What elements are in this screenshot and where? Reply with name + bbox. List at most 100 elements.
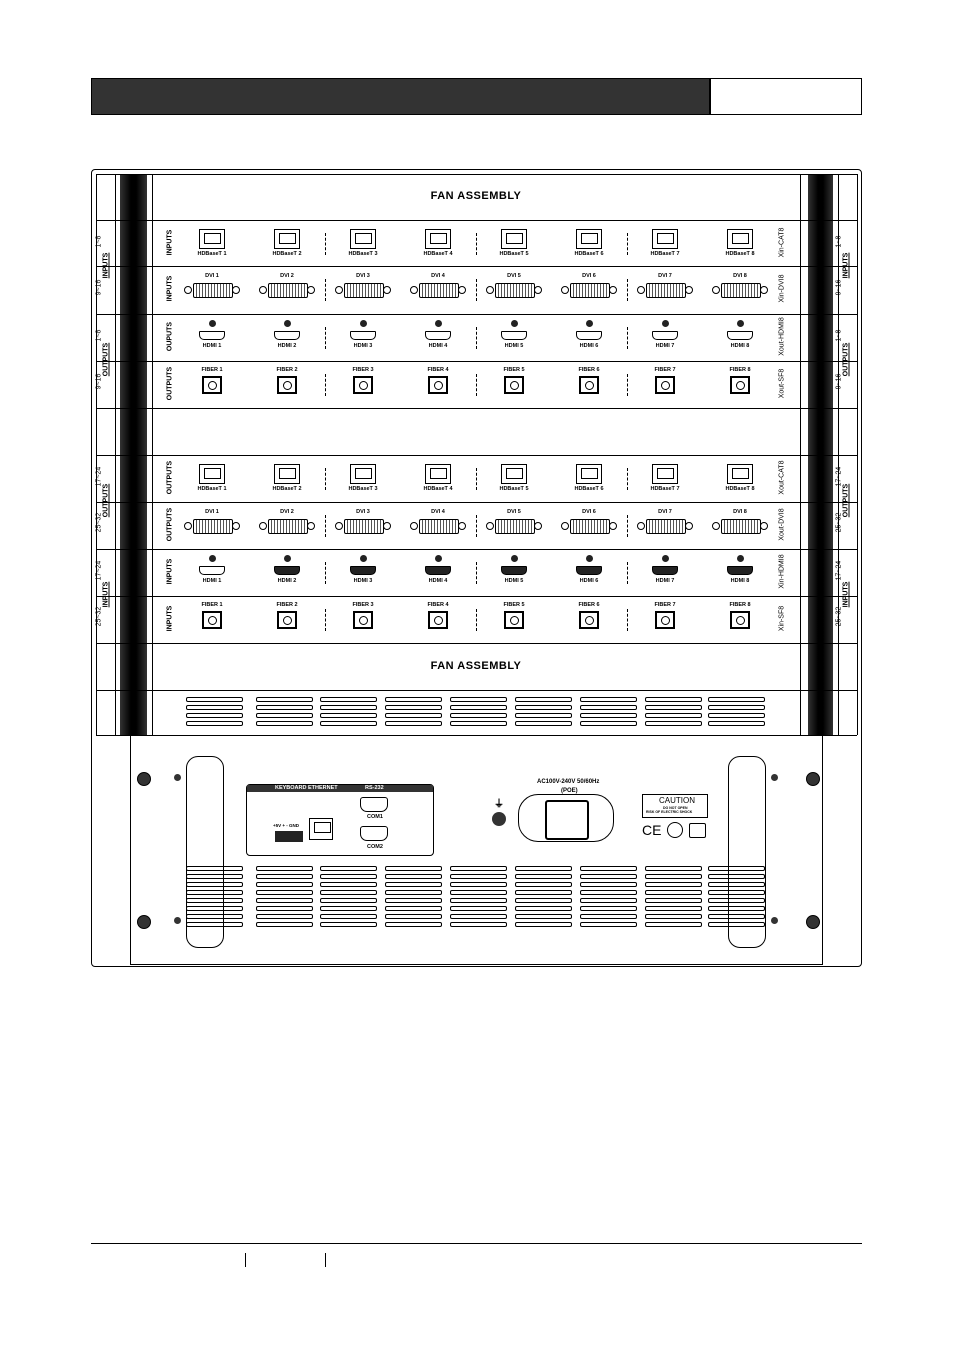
hdmi-port-icon (350, 566, 376, 575)
port-label: HDBaseT 1 (197, 251, 227, 257)
vent-slot (450, 906, 507, 911)
com1-label: COM1 (367, 814, 383, 820)
power-rating-label: AC100V-240V 50/60Hz (537, 779, 600, 785)
card-direction-label: INPUTS (166, 229, 174, 256)
port-label: HDMI 4 (428, 343, 448, 349)
vent-slot (186, 721, 243, 726)
screw-icon (736, 555, 744, 562)
fiber-port-icon (428, 611, 448, 629)
port-dvi-6: DVI 6 (554, 267, 624, 298)
port-fiber-3: FIBER 3 (328, 597, 398, 629)
fiber-port-icon (277, 376, 297, 394)
port-label: HDMI 3 (353, 578, 373, 584)
side-group-label: OUTPUTS (102, 483, 110, 518)
port-dvi-5: DVI 5 (479, 267, 549, 298)
rj45-port-icon (576, 464, 602, 484)
vent-slot (186, 898, 243, 903)
vent-slot (450, 898, 507, 903)
port-label: DVI 4 (431, 273, 445, 279)
port-hdmi-1: HDMI 1 (177, 550, 247, 584)
card-model-label: Xin-HDMI8 (778, 554, 786, 589)
vent-slot (580, 874, 637, 879)
port-separator (476, 562, 477, 584)
port-separator (627, 327, 628, 349)
port-hdmi-7: HDMI 7 (630, 550, 700, 584)
port-separator (627, 279, 628, 301)
vent-slot (580, 922, 637, 927)
vent-slot (645, 705, 702, 710)
port-fiber-4: FIBER 4 (403, 597, 473, 629)
port-hdmi-5: HDMI 5 (479, 315, 549, 349)
vent-slot (256, 922, 313, 927)
port-label: FIBER 3 (352, 367, 374, 373)
port-separator (476, 468, 477, 490)
vent-slot (450, 705, 507, 710)
port-fiber-3: FIBER 3 (328, 362, 398, 394)
dvi-port-icon (486, 282, 542, 298)
port-label: HDMI 2 (277, 343, 297, 349)
vent-slot (385, 866, 442, 871)
port-fiber-5: FIBER 5 (479, 362, 549, 394)
left-rack-rail (120, 174, 147, 735)
port-dvi-2: DVI 2 (252, 267, 322, 298)
vent-slot (450, 890, 507, 895)
port-label: HDBaseT 2 (272, 486, 302, 492)
dvi-port-icon (712, 518, 768, 534)
screw-icon (434, 320, 442, 327)
dvi-port-icon (259, 518, 315, 534)
vent-slot (580, 697, 637, 702)
vent-slot (256, 713, 313, 718)
io-header-label: KEYBOARD ETHERNET (275, 785, 338, 791)
footer-separator (245, 1253, 246, 1267)
port-hdmi-4: HDMI 4 (403, 315, 473, 349)
port-label: FIBER 5 (503, 602, 525, 608)
screw-icon (585, 555, 593, 562)
port-dvi-2: DVI 2 (252, 503, 322, 534)
rj45-port-icon (727, 464, 753, 484)
vent-slot (450, 882, 507, 887)
port-hdmi-3: HDMI 3 (328, 315, 398, 349)
vent-slot (708, 890, 765, 895)
rj45-port-icon (501, 229, 527, 249)
port-hdbaset-2: HDBaseT 2 (252, 221, 322, 257)
port-label: FIBER 2 (276, 602, 298, 608)
keyboard-pin-labels: +5V + - GND (273, 823, 300, 828)
dvi-port-icon (410, 518, 466, 534)
hdmi-port-icon (652, 566, 678, 575)
vent-slot (320, 697, 377, 702)
side-range-label: 17~24 (95, 466, 103, 487)
divider (857, 174, 858, 735)
port-fiber-7: FIBER 7 (630, 597, 700, 629)
port-hdbaset-5: HDBaseT 5 (479, 456, 549, 492)
vent-slot (256, 705, 313, 710)
port-fiber-7: FIBER 7 (630, 362, 700, 394)
caution-label: CAUTION DO NOT OPEN RISK OF ELECTRIC SHO… (642, 794, 708, 818)
vent-slot (385, 898, 442, 903)
port-fiber-2: FIBER 2 (252, 597, 322, 629)
port-label: DVI 5 (507, 273, 521, 279)
vent-slot (580, 882, 637, 887)
side-group-label: INPUTS (842, 252, 850, 279)
fiber-port-icon (353, 611, 373, 629)
divider (152, 174, 153, 735)
screw-icon (208, 555, 216, 562)
card-direction-label: INPUTS (166, 558, 174, 585)
port-label: HDBaseT 3 (348, 251, 378, 257)
vent-slot (450, 697, 507, 702)
vent-slot (708, 922, 765, 927)
side-range-label: 9~16 (95, 373, 103, 390)
side-group-label: OUTPUTS (102, 342, 110, 377)
vent-slot (385, 697, 442, 702)
poe-label: (POE) (561, 788, 578, 794)
fiber-port-icon (730, 611, 750, 629)
vent-slot (708, 874, 765, 879)
side-group-label: INPUTS (842, 581, 850, 608)
vent-slot (645, 713, 702, 718)
card-direction-label: OUTPUTS (166, 366, 174, 401)
port-label: HDMI 1 (202, 343, 222, 349)
screw-icon (359, 555, 367, 562)
port-label: HDMI 7 (655, 343, 675, 349)
dvi-port-icon (712, 282, 768, 298)
vent-slot (645, 906, 702, 911)
